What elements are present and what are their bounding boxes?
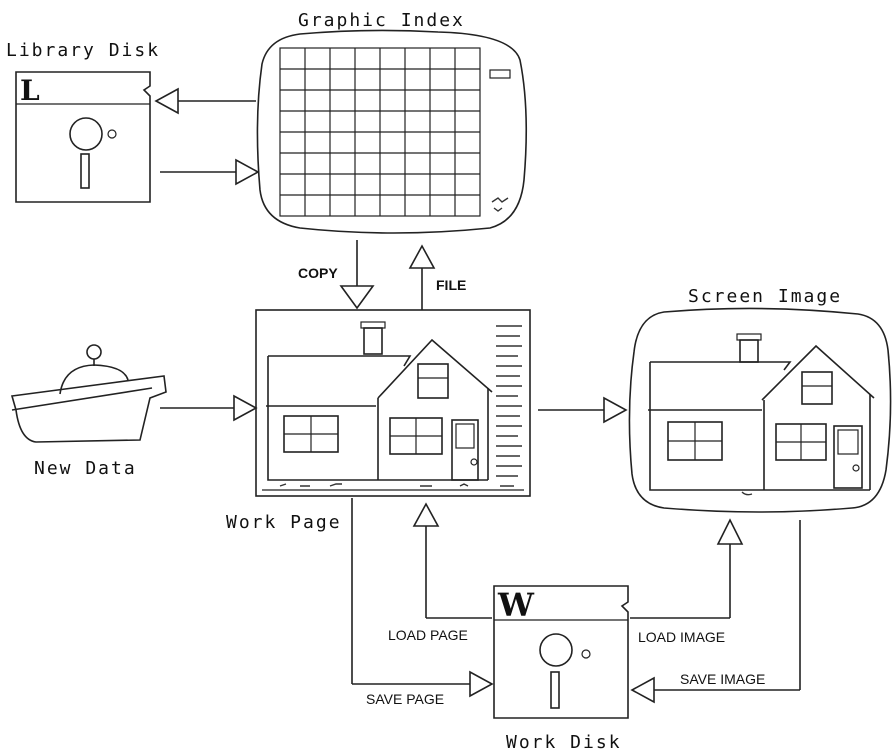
load-image-label: LOAD IMAGE xyxy=(638,629,725,645)
work-disk-icon: W xyxy=(494,586,628,718)
copy-arrow xyxy=(341,240,373,308)
new-data-tray-icon xyxy=(12,345,166,442)
work-disk-letter: W xyxy=(497,586,535,624)
work-page-title: Work Page xyxy=(226,512,342,533)
library-index-arrows xyxy=(156,89,258,184)
graphic-index-monitor-icon xyxy=(257,30,526,233)
load-page-label: LOAD PAGE xyxy=(388,627,468,643)
save-image-label: SAVE IMAGE xyxy=(680,671,765,687)
library-disk-title: Library Disk xyxy=(6,40,160,61)
screen-image-monitor-icon xyxy=(629,308,890,512)
screen-image-title: Screen Image xyxy=(688,286,842,307)
save-page-arrow xyxy=(352,498,492,696)
work-disk-title: Work Disk xyxy=(506,732,622,752)
copy-label: COPY xyxy=(298,265,338,281)
graphic-index-title: Graphic Index xyxy=(298,10,465,31)
page-to-screen-arrow xyxy=(538,398,626,422)
newdata-to-page-arrow xyxy=(160,396,256,420)
work-page-icon xyxy=(256,310,530,496)
index-grid xyxy=(280,48,480,216)
load-page-arrow xyxy=(414,504,492,618)
file-label: FILE xyxy=(436,277,466,293)
file-arrow xyxy=(410,246,434,310)
library-disk-letter: L xyxy=(20,74,40,107)
library-disk-icon: L xyxy=(16,72,150,202)
save-page-label: SAVE PAGE xyxy=(366,691,444,707)
load-image-arrow xyxy=(630,520,742,618)
new-data-title: New Data xyxy=(34,458,137,479)
